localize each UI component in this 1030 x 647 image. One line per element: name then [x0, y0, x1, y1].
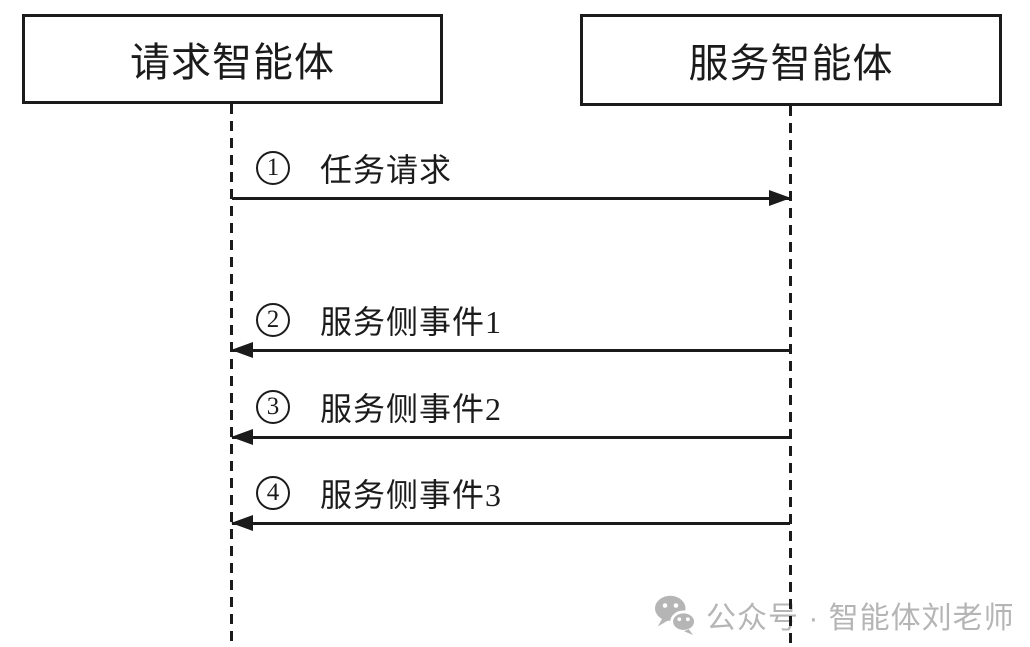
message-label: 3 服务侧事件2 [232, 385, 790, 429]
message-service-event-1: 2 服务侧事件1 [231, 298, 790, 358]
circled-number-icon: 3 [256, 390, 290, 424]
actor-label-request-agent: 请求智能体 [130, 40, 335, 85]
actor-label-service-agent: 服务智能体 [688, 41, 894, 86]
arrow-left-icon [231, 515, 790, 531]
message-text: 服务侧事件1 [320, 304, 503, 340]
message-text: 服务侧事件3 [320, 477, 503, 513]
message-service-event-2: 3 服务侧事件2 [231, 385, 790, 445]
arrowhead-icon [769, 190, 791, 206]
arrow-left-icon [231, 342, 790, 358]
lifeline-service-agent [789, 106, 792, 645]
circled-number-icon: 4 [256, 476, 290, 510]
message-text: 任务请求 [320, 152, 453, 188]
actor-box-service-agent: 服务智能体 [580, 14, 1002, 106]
circled-number-icon: 2 [256, 303, 290, 337]
message-service-event-3: 4 服务侧事件3 [231, 471, 790, 531]
circled-number-icon: 1 [256, 151, 290, 185]
lifeline-request-agent [230, 104, 233, 642]
arrowhead-icon [231, 515, 253, 531]
arrowhead-icon [231, 429, 253, 445]
arrow-right-icon [232, 190, 791, 206]
message-text: 服务侧事件2 [320, 391, 503, 427]
message-label: 2 服务侧事件1 [232, 298, 790, 342]
message-label: 1 任务请求 [232, 146, 790, 190]
wechat-icon [655, 595, 696, 635]
watermark-text: 公众号 · 智能体刘老师 [706, 602, 1015, 635]
message-task-request: 1 任务请求 [232, 146, 791, 206]
arrowhead-icon [231, 342, 253, 358]
arrow-left-icon [231, 429, 790, 445]
message-label: 4 服务侧事件3 [232, 471, 790, 515]
watermark: 公众号 · 智能体刘老师 [654, 593, 1015, 637]
actor-box-request-agent: 请求智能体 [22, 14, 443, 104]
